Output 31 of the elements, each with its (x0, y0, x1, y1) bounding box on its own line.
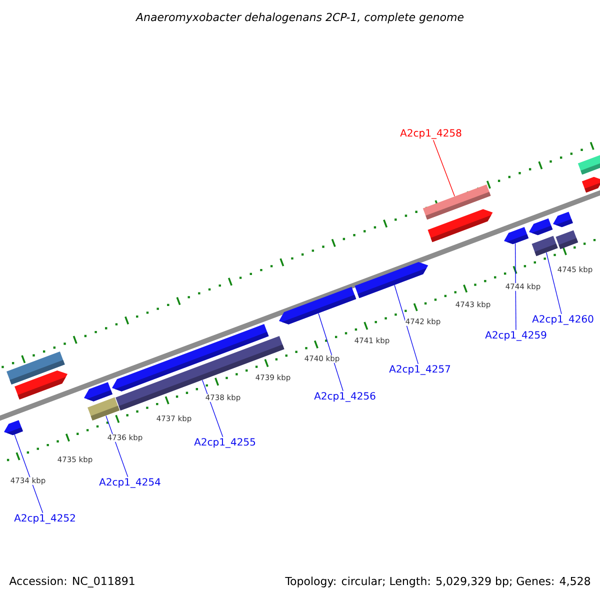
gene-block (14, 370, 68, 400)
gene-block (88, 397, 120, 421)
gene-block (578, 154, 600, 175)
gene-block (582, 176, 600, 193)
leader-line (318, 313, 344, 392)
leader-line (14, 434, 44, 514)
accession-text: Accession: NC_011891 (9, 576, 134, 588)
gene-block (84, 382, 112, 402)
gene-label: A2cp1_4256 (314, 392, 376, 402)
gene-label: A2cp1_4254 (99, 478, 160, 488)
gene-block (532, 236, 558, 256)
gene-block (428, 209, 493, 242)
gene-block (279, 286, 356, 324)
gene-block (4, 420, 23, 436)
gene-block (354, 262, 428, 298)
gene-block (556, 230, 578, 250)
leader-line (432, 140, 455, 197)
leader-line (546, 252, 562, 314)
gene-block (553, 212, 573, 228)
title: Anaeromyxobacter dehalogenans 2CP-1, complete genome (135, 12, 464, 24)
leader-line (394, 284, 419, 364)
gene-label: A2cp1_4260 (532, 315, 594, 325)
genome-summary: Topology: circular; Length: 5,029,329 bp; Genes: 4,528 (285, 576, 590, 588)
gene-label: A2cp1_4252 (14, 514, 75, 524)
gene-label: A2cp1_4259 (485, 331, 546, 341)
gene-label: A2cp1_4258 (400, 129, 462, 139)
gene-block (504, 226, 529, 244)
gene-block (529, 218, 553, 236)
leader-line (514, 243, 516, 330)
gene-label: A2cp1_4255 (194, 438, 256, 448)
gene-label: A2cp1_4257 (389, 365, 450, 375)
